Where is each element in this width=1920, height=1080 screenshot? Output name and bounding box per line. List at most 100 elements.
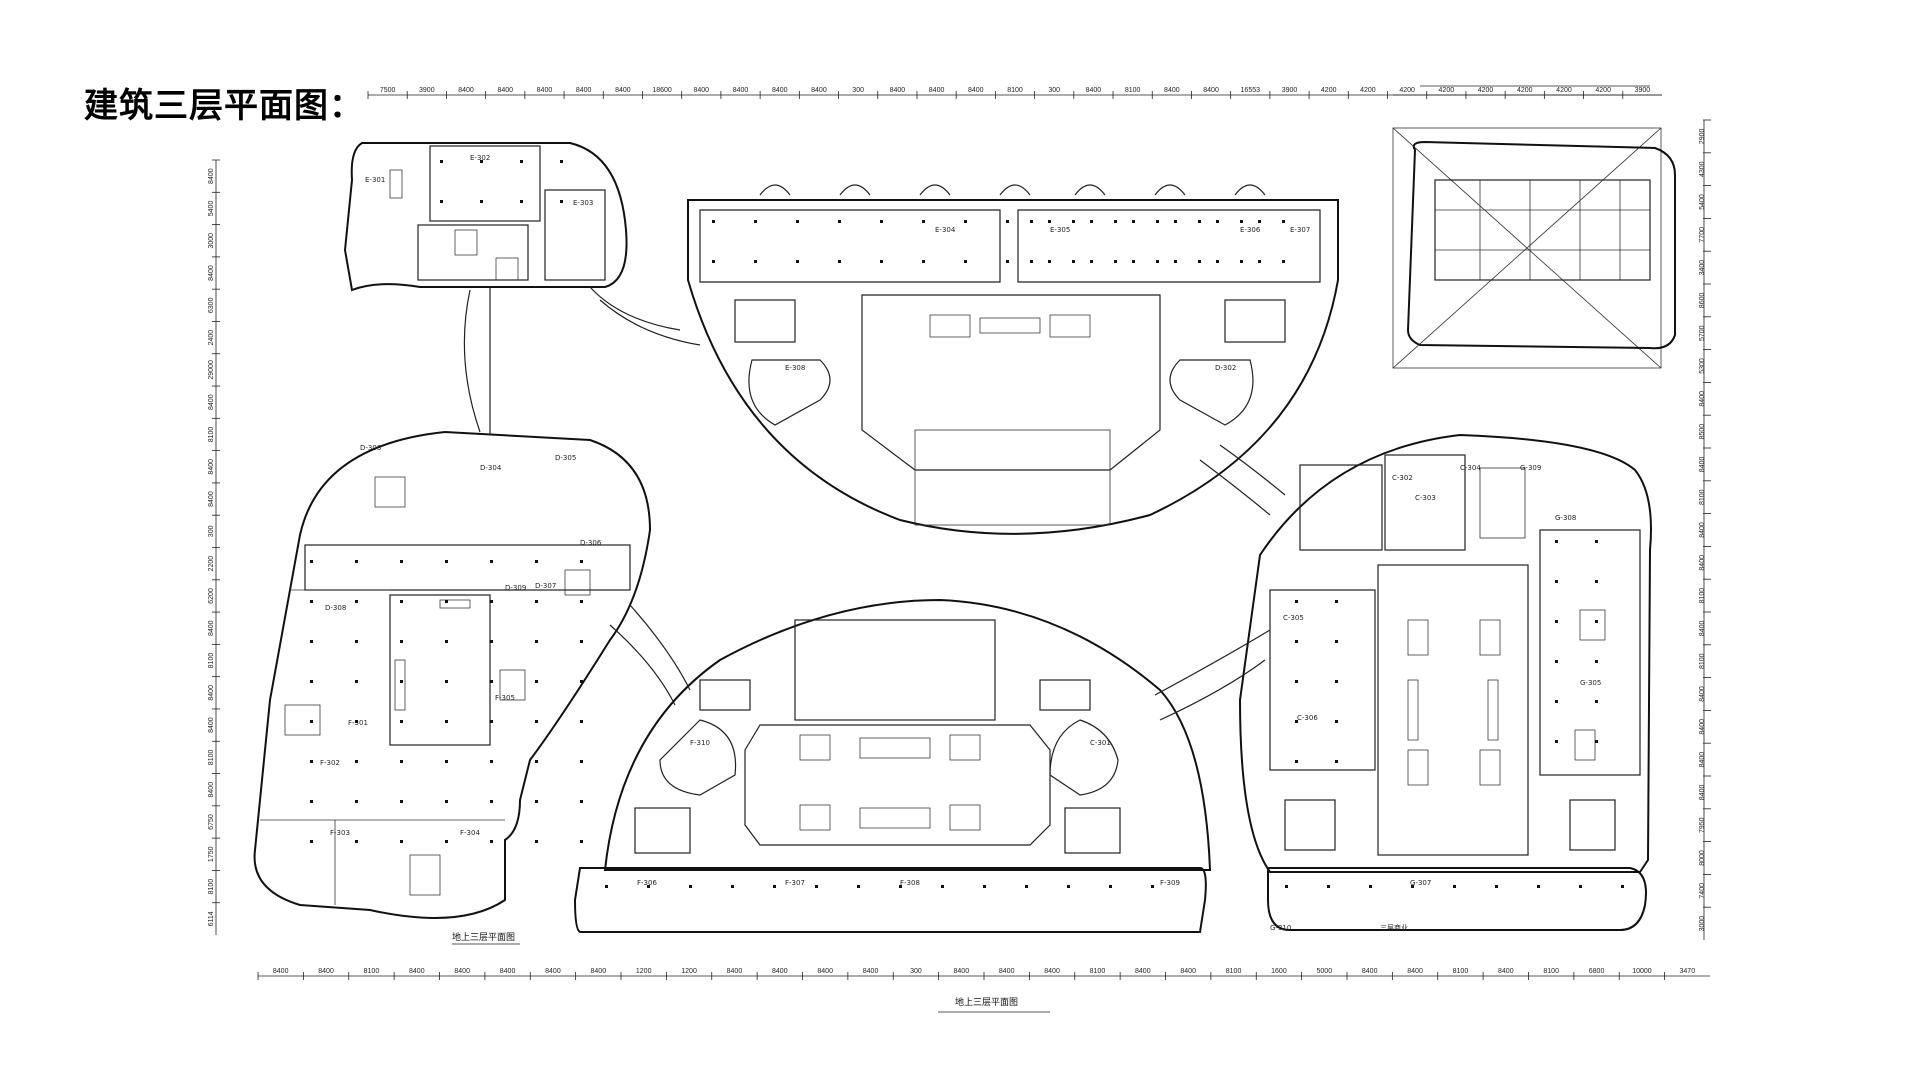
column-dot — [310, 680, 313, 683]
dim-text: 8400 — [1086, 87, 1102, 94]
dim-text: 8400 — [1699, 522, 1706, 538]
dim-text: 8400 — [208, 491, 215, 507]
column-dot — [1555, 660, 1558, 663]
dim-text: 8400 — [727, 968, 743, 975]
room-label: D-307 — [535, 582, 556, 590]
column-dot — [1132, 220, 1135, 223]
dim-text: 8400 — [1699, 621, 1706, 637]
column-dot — [983, 885, 986, 888]
dim-text: 8400 — [409, 968, 425, 975]
column-dot — [1030, 220, 1033, 223]
dim-text: 8400 — [733, 87, 749, 94]
column-dot — [535, 720, 538, 723]
dim-text: 300 — [208, 525, 215, 537]
dim-text: 8400 — [545, 968, 561, 975]
column-dot — [1335, 760, 1338, 763]
dim-text: 6800 — [1589, 968, 1605, 975]
column-dot — [1216, 260, 1219, 263]
column-dot — [1453, 885, 1456, 888]
room-label: G-307 — [1410, 879, 1431, 887]
dim-text: 8400 — [890, 87, 906, 94]
room-label: E-307 — [1290, 226, 1310, 234]
room-label: D-309 — [505, 584, 526, 592]
dim-text: 8400 — [1180, 968, 1196, 975]
column-dot — [1156, 260, 1159, 263]
dim-text: 8400 — [208, 685, 215, 701]
dim-text: 8100 — [1090, 968, 1106, 975]
column-dot — [580, 680, 583, 683]
connecting-bridges — [463, 286, 1286, 721]
column-dot — [1579, 885, 1582, 888]
column-dot — [445, 640, 448, 643]
room-label: E-306 — [1240, 226, 1261, 234]
dim-text: 8100 — [208, 879, 215, 895]
dim-text: 8400 — [208, 459, 215, 475]
dim-text: 3000 — [1699, 916, 1706, 932]
dim-text: 8400 — [1044, 968, 1060, 975]
column-dot — [1621, 885, 1624, 888]
column-dot — [310, 760, 313, 763]
column-dot — [1335, 600, 1338, 603]
block-south-fan — [573, 598, 1212, 933]
room-label: E-302 — [470, 154, 490, 162]
column-dot — [560, 200, 563, 203]
column-dot — [310, 800, 313, 803]
column-dot — [1072, 260, 1075, 263]
column-dot — [689, 885, 692, 888]
dim-text: 8100 — [1699, 653, 1706, 669]
column-dot — [355, 760, 358, 763]
room-label: G-309 — [1520, 464, 1541, 472]
column-dot — [490, 760, 493, 763]
room-label: D-302 — [1215, 364, 1236, 372]
dim-text: 8400 — [1164, 87, 1180, 94]
column-dot — [310, 840, 313, 843]
room-label: E-305 — [1050, 226, 1070, 234]
column-dot — [355, 840, 358, 843]
room-label: C-302 — [1392, 474, 1413, 482]
column-dot — [1282, 220, 1285, 223]
column-dot — [490, 600, 493, 603]
dim-text: 8100 — [1453, 968, 1469, 975]
room-label: F-303 — [330, 829, 350, 837]
dim-text: 6750 — [208, 814, 215, 830]
column-dot — [1335, 720, 1338, 723]
dim-text: 8400 — [208, 620, 215, 636]
dim-text: 8400 — [1203, 87, 1219, 94]
dim-text: 1200 — [681, 968, 697, 975]
column-dot — [580, 760, 583, 763]
column-dot — [1595, 700, 1598, 703]
column-dot — [1335, 680, 1338, 683]
column-dot — [400, 560, 403, 563]
dim-text: 3900 — [419, 87, 435, 94]
dim-text: 8400 — [576, 87, 592, 94]
dim-text: 300 — [910, 968, 922, 975]
column-dot — [941, 885, 944, 888]
column-dot — [310, 720, 313, 723]
dim-text: 8400 — [208, 168, 215, 184]
dim-text: 2200 — [208, 556, 215, 572]
block-east — [1238, 433, 1652, 931]
column-dot — [1555, 540, 1558, 543]
dim-text: 8400 — [537, 87, 553, 94]
dimension-line-top-right — [1393, 85, 1662, 96]
dim-text: 5300 — [1699, 358, 1706, 374]
room-label: C-306 — [1297, 714, 1318, 722]
column-dot — [1595, 660, 1598, 663]
column-dot — [1156, 220, 1159, 223]
column-dot — [1258, 260, 1261, 263]
dim-text: 3470 — [1680, 968, 1696, 975]
dim-text: 8400 — [273, 968, 289, 975]
dim-text: 8400 — [863, 968, 879, 975]
column-dot — [1030, 260, 1033, 263]
column-dot — [490, 640, 493, 643]
column-dot — [1295, 680, 1298, 683]
dim-text: 8400 — [458, 87, 474, 94]
column-dot — [1285, 885, 1288, 888]
dim-text: 8400 — [615, 87, 631, 94]
dim-text: 8400 — [1362, 968, 1378, 975]
room-label: D-305 — [555, 454, 576, 462]
dim-text: 2400 — [208, 330, 215, 346]
dim-text: 5400 — [208, 201, 215, 217]
